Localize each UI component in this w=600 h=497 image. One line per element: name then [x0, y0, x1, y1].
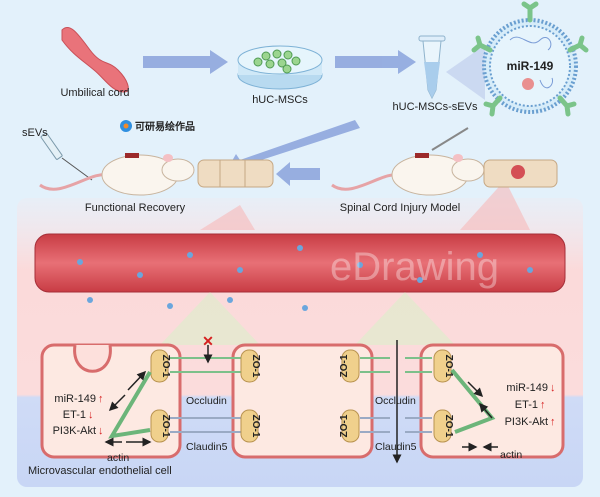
- marker-mir149-right: miR-149: [506, 382, 548, 394]
- zoom-beam-right: [460, 180, 530, 230]
- claudin5-label-right: Claudin5: [375, 441, 417, 453]
- marker-pi3k-right: PI3K-Akt: [505, 416, 548, 428]
- block-x-icon: ✕: [202, 333, 214, 349]
- zo1-label: ZO-1: [160, 355, 171, 378]
- zo1-label: ZO-1: [160, 415, 171, 438]
- actin-label-left: actin: [107, 452, 129, 464]
- cell-middle: [231, 343, 374, 459]
- petri-dish-illustration: [237, 45, 323, 90]
- cell-type-label: Microvascular endothelial cell: [28, 465, 172, 477]
- exosome-illustration: [471, 1, 589, 117]
- zo1-label: ZO-1: [443, 415, 454, 438]
- marker-et1-right: ET-1: [515, 399, 538, 411]
- zo1-label: ZO-1: [250, 355, 261, 378]
- watermark-text: 可研易绘作品: [135, 120, 195, 133]
- edrawing-logo: [120, 120, 132, 132]
- hucmscs-label: hUC-MSCs: [252, 94, 308, 106]
- spinal-cord-segment-healed: [197, 159, 274, 188]
- zo1-label: ZO-1: [339, 354, 350, 377]
- sevs-product-label: hUC-MSCs-sEVs: [393, 101, 478, 113]
- marker-et1-left: ET-1: [63, 409, 86, 421]
- zo1-label: ZO-1: [443, 355, 454, 378]
- claudin-strands: [170, 417, 432, 433]
- syringe-icon: [40, 132, 93, 181]
- up-arrow-icon: ↑: [550, 416, 556, 428]
- occludin-label-right: Occludin: [375, 395, 416, 407]
- vesicle-cargo-label: miR-149: [507, 59, 554, 73]
- actin-filament-left: [108, 370, 152, 439]
- zo1-proteins: [150, 349, 452, 443]
- leak-beam-right: [355, 292, 455, 345]
- actin-label-right: actin: [500, 449, 522, 461]
- contraction-arrows: [104, 370, 498, 452]
- spinal-cord-segment-injured: [483, 159, 558, 188]
- tube-illustration: [418, 35, 446, 100]
- occludin-strands: [170, 357, 432, 373]
- occludin-label-left: Occludin: [186, 395, 227, 407]
- left-markers: miR-149 ET-1 PI3K-Akt ↑ ↓ ↓: [53, 393, 104, 437]
- zo1-label: ZO-1: [250, 415, 261, 438]
- leak-beam-left: [160, 292, 260, 345]
- up-arrow-icon: ↑: [98, 393, 104, 405]
- flow-arrows: [143, 50, 416, 186]
- down-arrow-icon: ↓: [550, 382, 556, 394]
- zo1-label: ZO-1: [339, 414, 350, 437]
- sci-model-label: Spinal Cord Injury Model: [340, 202, 460, 214]
- endothelial-cells: [40, 343, 565, 459]
- right-markers: miR-149 ET-1 PI3K-Akt ↓ ↑ ↑: [505, 382, 556, 428]
- umbilical-cord-illustration: [61, 27, 129, 93]
- up-arrow-icon: ↑: [540, 399, 546, 411]
- mouse-injured: [331, 127, 485, 196]
- vesicle-zoom-beam: [446, 45, 485, 100]
- sevs-injection-label: sEVs: [22, 127, 48, 139]
- zoom-beam-left: [200, 205, 255, 230]
- blood-vessel: [34, 233, 566, 311]
- mouse-treated: [39, 153, 195, 196]
- down-arrow-icon: ↓: [98, 425, 104, 437]
- marker-pi3k-left: PI3K-Akt: [53, 425, 96, 437]
- functional-recovery-label: Functional Recovery: [85, 202, 186, 214]
- down-arrow-icon: ↓: [88, 409, 94, 421]
- marker-mir149-left: miR-149: [54, 393, 96, 405]
- watermark-logo-text: eDrawing: [330, 245, 499, 289]
- umbilical-cord-label: Umbilical cord: [60, 87, 129, 99]
- claudin5-label-left: Claudin5: [186, 441, 228, 453]
- endocytosis-pit: [73, 344, 112, 373]
